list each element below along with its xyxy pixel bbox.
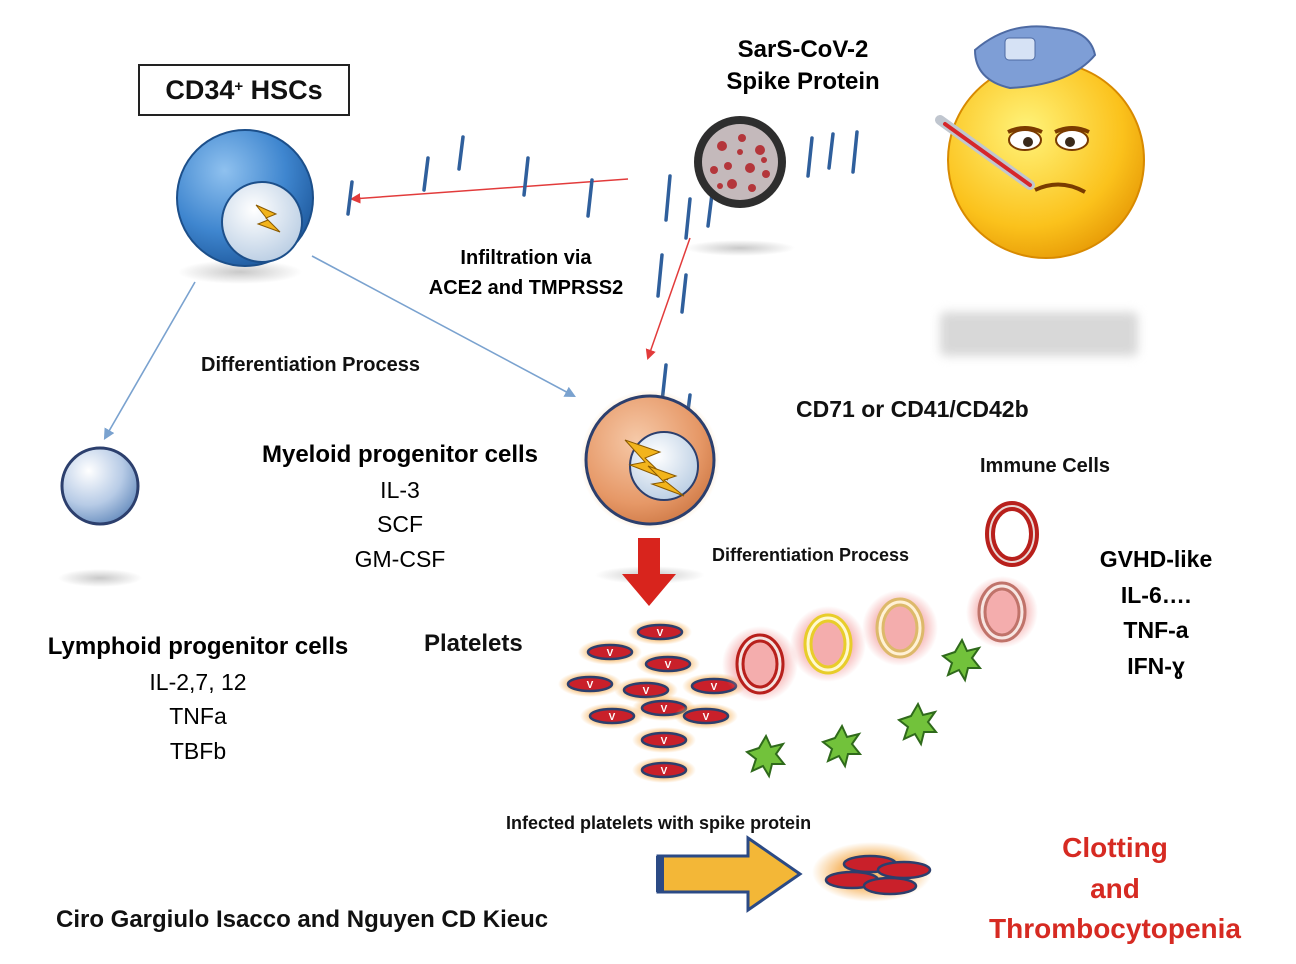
lightning-icon bbox=[255, 204, 281, 233]
platelets-label: Platelets bbox=[424, 630, 523, 657]
gvhd-line: GVHD-like bbox=[1099, 546, 1213, 572]
myeloid-block: Myeloid progenitor cells IL-3 SCF GM-CSF bbox=[262, 438, 538, 576]
hsc-title-box: CD34+ HSCs bbox=[138, 64, 350, 116]
infection-arrow-to-hsc bbox=[349, 178, 629, 204]
gvhd-block: GVHD-like IL-6…. TNF-a IFN-ɣ bbox=[1100, 542, 1212, 685]
markers-label: CD71 or CD41/CD42b bbox=[796, 396, 1029, 422]
platelet-cluster bbox=[556, 617, 748, 785]
infected-platelet-cluster bbox=[812, 842, 932, 902]
outcome-line: Clotting bbox=[1062, 832, 1168, 863]
myeloid-cell-icon bbox=[580, 390, 720, 530]
sick-emoji-icon bbox=[935, 25, 1145, 259]
hsc-shadow bbox=[178, 260, 302, 284]
red-down-arrow-icon bbox=[622, 538, 676, 606]
lymphoid-cell-icon bbox=[60, 446, 140, 526]
hsc-title-main: CD34 bbox=[165, 74, 235, 105]
infiltration-line-1: Infiltration via bbox=[460, 247, 592, 269]
infiltration-label: Infiltration via ACE2 and TMPRSS2 bbox=[429, 243, 623, 303]
immune-cells-label: Immune Cells bbox=[980, 455, 1111, 477]
hsc-title-sup: + bbox=[234, 77, 244, 95]
infiltration-line-2: ACE2 and TMPRSS2 bbox=[428, 277, 624, 299]
lymphoid-block: Lymphoid progenitor cells IL-2,7, 12 TNF… bbox=[48, 630, 348, 768]
outcome-line: and bbox=[1090, 872, 1140, 904]
myeloid-factor: IL-3 bbox=[380, 476, 420, 503]
myeloid-factor: SCF bbox=[376, 511, 423, 538]
lymphoid-factor: TNFa bbox=[169, 703, 227, 730]
myeloid-title: Myeloid progenitor cells bbox=[261, 441, 539, 468]
hsc-cell-icon bbox=[176, 129, 314, 267]
outcome-block: Clotting and Thrombocytopenia bbox=[989, 828, 1241, 950]
immune-cell-ring-icon bbox=[722, 501, 1039, 702]
infected-platelets-label: Infected platelets with spike protein bbox=[506, 813, 812, 833]
diff-arrow-to-myeloid bbox=[311, 255, 576, 398]
blurred-placeholder bbox=[940, 312, 1138, 356]
hsc-title-rest: HSCs bbox=[243, 74, 323, 105]
gvhd-line: TNF-a bbox=[1123, 617, 1189, 644]
virus-icon bbox=[694, 116, 786, 208]
lymphoid-factor: IL-2,7, 12 bbox=[149, 668, 247, 695]
virus-title-line-1: SarS-CoV-2 bbox=[737, 36, 869, 63]
diff-process-label-top: Differentiation Process bbox=[201, 354, 420, 376]
gvhd-line: IL-6…. bbox=[1120, 581, 1192, 608]
gvhd-line: IFN-ɣ bbox=[1127, 652, 1185, 679]
myeloid-factor: GM-CSF bbox=[354, 545, 446, 572]
diff-arrow-to-lymphoid bbox=[103, 281, 196, 440]
virus-title: SarS-CoV-2 Spike Protein bbox=[726, 34, 879, 98]
diff-process-label-right: Differentiation Process bbox=[712, 545, 910, 565]
authors-credit: Ciro Gargiulo Isacco and Nguyen CD Kieuc bbox=[56, 906, 549, 933]
infection-arrow-to-myeloid bbox=[645, 237, 691, 360]
yellow-right-arrow-icon bbox=[656, 835, 803, 913]
outcome-line: Thrombocytopenia bbox=[988, 913, 1242, 945]
virus-title-line-2: Spike Protein bbox=[726, 68, 880, 96]
virus-shadow bbox=[685, 240, 795, 256]
lymphoid-factor: TBFb bbox=[169, 737, 227, 764]
lymphoid-shadow bbox=[58, 569, 142, 587]
lymphoid-title: Lymphoid progenitor cells bbox=[47, 633, 349, 660]
